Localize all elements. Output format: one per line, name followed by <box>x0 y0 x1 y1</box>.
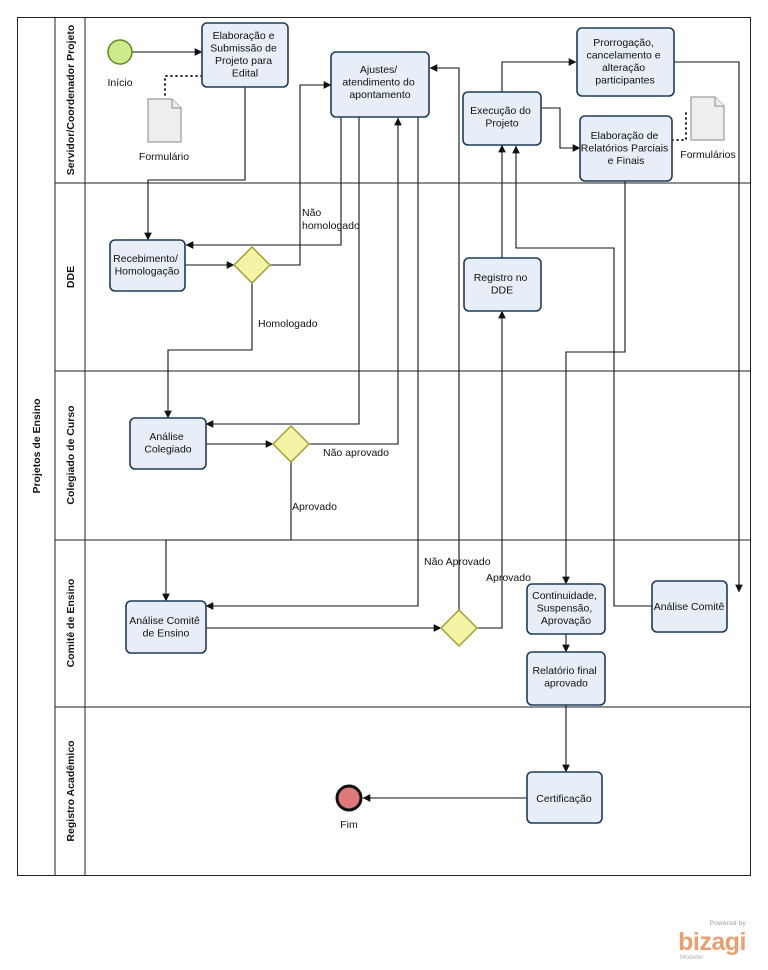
lane-titles: Servidor/Coordenador Projeto DDE Colegia… <box>65 25 77 842</box>
flow-gw1-ajustes <box>270 81 332 266</box>
bizagi-brand: Powered by bizagi Modeler <box>674 918 748 962</box>
flow-execucao-relatorios <box>541 107 581 152</box>
lane-title-registro: Registro Acadêmico <box>65 740 77 841</box>
edge-labels: Não homologado Homologado Não aprovado A… <box>258 207 531 584</box>
task-elaboracao[interactable]: Elaboração e Submissão de Projeto para E… <box>201 22 289 88</box>
flow-relatorios-continuidade <box>562 181 626 585</box>
flow-gw3-ajustes <box>429 64 460 610</box>
end-event-label: Fim <box>340 819 358 831</box>
task-relatorios[interactable]: Elaboração de Relatórios Parciais e Fina… <box>579 115 673 182</box>
task-analise-comite-ensino[interactable]: Análise Comitê de Ensino <box>125 600 207 654</box>
label-homologado: Homologado <box>258 318 318 330</box>
task-relatorio-final[interactable]: Relatório final aprovado <box>526 651 606 706</box>
task-ajustes[interactable]: Ajustes/ atendimento do apontamento <box>330 51 430 118</box>
flow-gw2-ajustes <box>308 117 402 445</box>
assoc-elaboracao-formulario <box>164 75 203 97</box>
gateway-homologacao[interactable] <box>233 246 271 284</box>
task-analise-colegiado[interactable]: Análise Colegiado <box>129 417 207 470</box>
bizagi-logo: bizagi <box>678 928 746 956</box>
formulario-label: Formulário <box>139 151 189 163</box>
pool-title: Projetos de Ensino <box>31 398 43 493</box>
svg-text:Prorrogação, cancelament: Prorrogação, cancelamento e alteração pa… <box>586 37 663 87</box>
flow-prorrogacao-analise <box>674 61 743 593</box>
svg-text:Análise Colegiado: Análise Colegiado <box>144 431 191 456</box>
flow-gw1-colegiado <box>164 283 253 419</box>
gateway-colegiado[interactable] <box>272 425 310 463</box>
task-analise-comite[interactable]: Análise Comitê <box>651 580 728 633</box>
flow-ajustes-recebimento <box>185 117 342 249</box>
flow-ajustes-comite <box>205 117 419 610</box>
lane-title-comite: Comitê de Ensino <box>65 579 77 668</box>
powered-by-text: Powered by <box>709 920 746 927</box>
process-diagram: Projetos de Ensino Servidor/Coordenador … <box>17 17 751 876</box>
lane-title-colegiado: Colegiado de Curso <box>65 405 77 504</box>
lane-title-dde: DDE <box>65 266 77 288</box>
svg-text:Recebimento/ Homologação: Recebimento/ Homologação <box>113 253 181 278</box>
task-recebimento[interactable]: Recebimento/ Homologação <box>109 239 186 292</box>
task-execucao[interactable]: Execução do Projeto <box>462 91 542 146</box>
task-certificacao[interactable]: Certificação <box>526 771 603 824</box>
formularios-doc-icon <box>690 96 725 141</box>
svg-text:Ajustes/ atendimento do: Ajustes/ atendimento do apontamento <box>342 64 417 101</box>
label-nao-aprovado-comite: Não Aprovado <box>424 556 491 568</box>
svg-text:Registro no DDE: Registro no DDE <box>474 272 531 297</box>
flow-gw3-registro <box>477 310 506 629</box>
label-nao-aprovado-colegiado: Não aprovado <box>323 447 389 459</box>
start-event[interactable] <box>107 39 133 65</box>
task-registro-dde[interactable]: Registro no DDE <box>463 257 542 312</box>
flow-ajustes-colegiado <box>205 117 360 428</box>
flow-analise-execucao <box>512 145 652 607</box>
end-event[interactable] <box>335 784 363 812</box>
svg-text:Continuidade, Suspensão,: Continuidade, Suspensão, Aprovação <box>532 590 600 627</box>
flow-gw2-comite <box>162 462 292 602</box>
svg-text:Relatório final aprovado: Relatório final aprovado <box>532 665 599 690</box>
task-continuidade[interactable]: Continuidade, Suspensão, Aprovação <box>526 583 606 635</box>
formulario-doc-icon <box>147 98 182 143</box>
label-aprovado-colegiado: Aprovado <box>292 501 337 513</box>
gateway-comite[interactable] <box>440 609 478 647</box>
svg-text:Execução do Projeto: Execução do Projeto <box>470 105 534 130</box>
label-aprovado-comite: Aprovado <box>486 572 531 584</box>
modeler-text: Modeler <box>680 954 704 961</box>
lane-title-servidor: Servidor/Coordenador Projeto <box>65 25 77 176</box>
label-nao-homologado: Não homologado <box>302 207 360 232</box>
start-event-label: Início <box>107 77 132 89</box>
svg-text:Certificação: Certificação <box>536 793 592 805</box>
svg-text:Elaboração e Submissão d: Elaboração e Submissão de Projeto para E… <box>210 30 279 80</box>
assoc-relatorios-formularios <box>671 111 687 141</box>
flow-elaboracao-recebimento <box>144 87 246 241</box>
sequence-flows <box>132 48 743 802</box>
flow-execucao-prorrogacao <box>501 58 577 92</box>
svg-text:Análise Comitê: Análise Comitê <box>654 601 725 613</box>
formularios-label: Formulários <box>680 149 735 161</box>
associations <box>164 75 687 141</box>
svg-text:Elaboração de Relatórios: Elaboração de Relatórios Parciais e Fina… <box>581 130 671 167</box>
task-prorrogacao[interactable]: Prorrogação, cancelamento e alteração pa… <box>576 27 675 97</box>
svg-text:Análise Comitê de Ensino: Análise Comitê de Ensino <box>129 615 203 640</box>
